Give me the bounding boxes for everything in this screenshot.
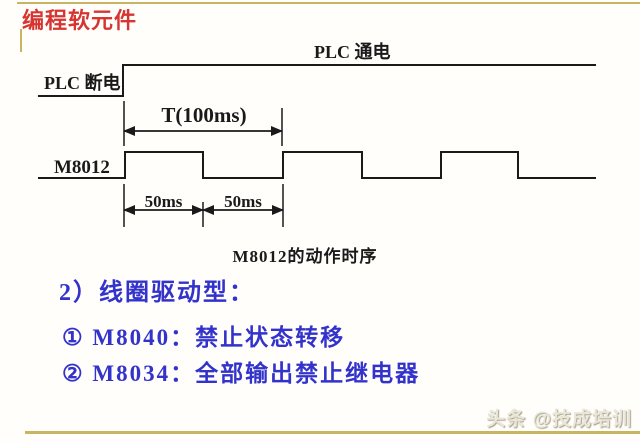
plc-power-on-label: PLC 通电 bbox=[314, 42, 391, 62]
m8012-waveform bbox=[38, 151, 596, 179]
watermark: 头条 @技成培训 bbox=[486, 409, 632, 430]
interval-right-label: 50ms bbox=[224, 192, 262, 211]
accent-line-top bbox=[17, 2, 640, 4]
interval-left-label: 50ms bbox=[144, 192, 183, 211]
period-label: T(100ms) bbox=[161, 103, 247, 127]
signal-name-label: M8012 bbox=[54, 157, 110, 178]
diagram-caption: M8012的动作时序 bbox=[232, 247, 378, 266]
page-title: 编程软元件 bbox=[22, 8, 138, 33]
plc-power-off-label: PLC 断电 bbox=[44, 73, 121, 93]
title-accent-bar bbox=[20, 29, 22, 52]
plc-power-waveform bbox=[38, 64, 596, 97]
section-heading: 2）线圈驱动型： bbox=[59, 280, 255, 306]
note-item: ② M8034：全部输出禁止继电器 bbox=[62, 361, 421, 386]
accent-line-bottom bbox=[25, 431, 640, 434]
note-item: ① M8040：禁止状态转移 bbox=[62, 325, 346, 350]
